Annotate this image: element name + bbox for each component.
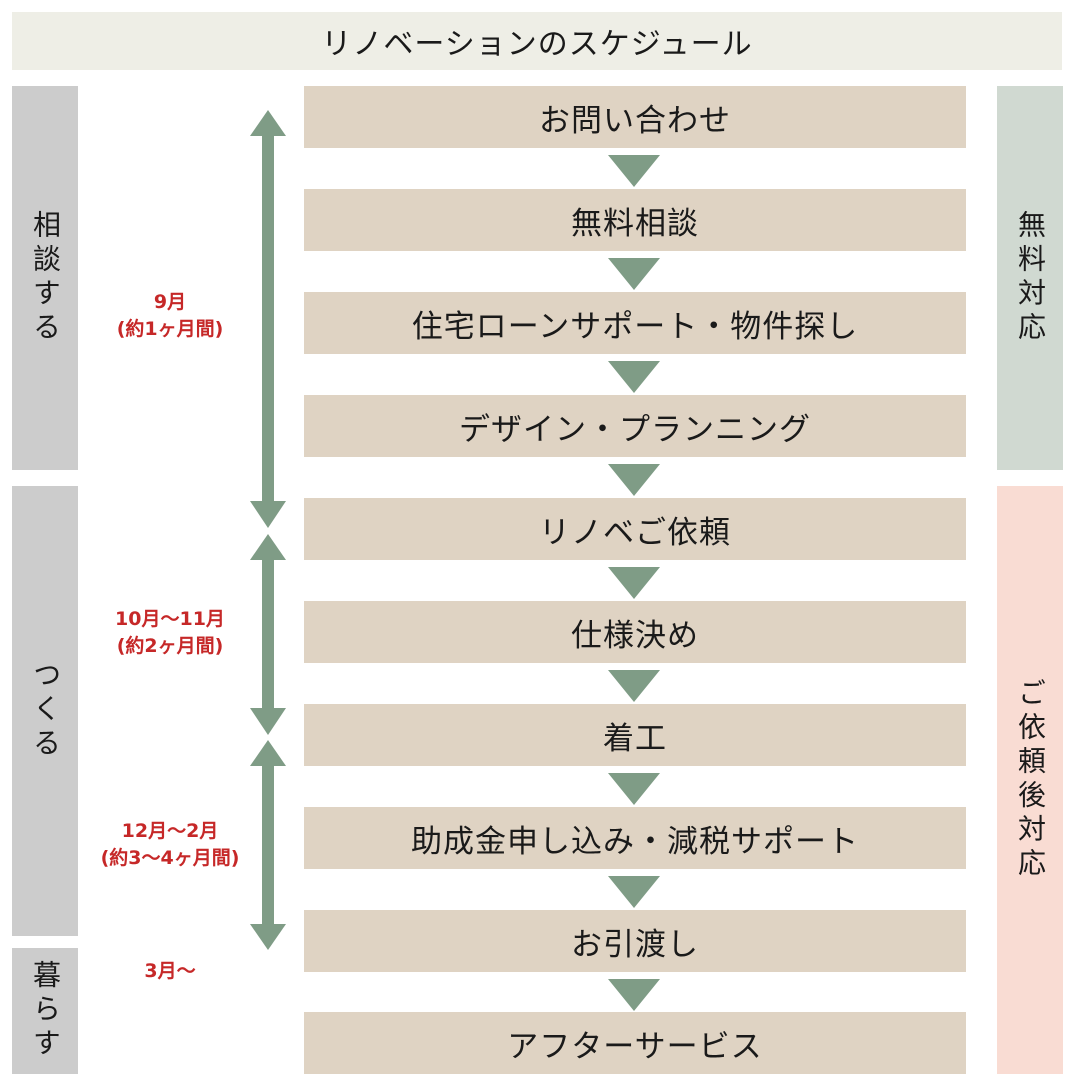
duration-consult-months: 9月	[153, 291, 187, 313]
phase-live: 暮らす	[12, 948, 78, 1074]
duration-arrow-consult	[250, 110, 286, 528]
step-arrow	[608, 567, 660, 599]
step-arrow	[608, 876, 660, 908]
step-arrow	[608, 155, 660, 187]
duration-build-months: 10月〜11月	[115, 608, 225, 630]
step-subsidy-tax: 助成金申し込み・減税サポート	[304, 807, 966, 869]
step-specification: 仕様決め	[304, 601, 966, 663]
step-arrow	[608, 361, 660, 393]
duration-construction: 12月〜2月 (約3〜4ヶ月間)	[70, 818, 270, 872]
step-after-service: アフターサービス	[304, 1012, 966, 1074]
duration-arrow-construction	[250, 740, 286, 950]
side-free-support: 無料対応	[997, 86, 1063, 470]
step-inquiry: お問い合わせ	[304, 86, 966, 148]
step-arrow	[608, 979, 660, 1011]
side-after-request-label: ご依頼後対応	[1014, 678, 1047, 882]
duration-consult-length: (約1ヶ月間)	[116, 318, 224, 340]
duration-live-months: 3月〜	[144, 960, 196, 982]
step-arrow	[608, 258, 660, 290]
phase-build-label: つくる	[29, 660, 62, 762]
side-after-request: ご依頼後対応	[997, 486, 1063, 1074]
step-loan-property: 住宅ローンサポート・物件探し	[304, 292, 966, 354]
step-renovation-request: リノベご依頼	[304, 498, 966, 560]
page-title: リノベーションのスケジュール	[12, 12, 1062, 70]
step-design-planning: デザイン・プランニング	[304, 395, 966, 457]
duration-build: 10月〜11月 (約2ヶ月間)	[70, 606, 270, 660]
side-free-support-label: 無料対応	[1014, 210, 1047, 346]
step-arrow	[608, 773, 660, 805]
step-free-consultation: 無料相談	[304, 189, 966, 251]
duration-construction-length: (約3〜4ヶ月間)	[100, 847, 240, 869]
phase-consult: 相談する	[12, 86, 78, 470]
duration-build-length: (約2ヶ月間)	[116, 635, 224, 657]
step-construction-start: 着工	[304, 704, 966, 766]
duration-consult: 9月 (約1ヶ月間)	[70, 289, 270, 343]
step-arrow	[608, 670, 660, 702]
step-arrow	[608, 464, 660, 496]
phase-build: つくる	[12, 486, 78, 936]
duration-arrow-build	[250, 534, 286, 735]
duration-construction-months: 12月〜2月	[121, 820, 219, 842]
phase-consult-label: 相談する	[29, 210, 62, 346]
step-handover: お引渡し	[304, 910, 966, 972]
duration-live: 3月〜	[70, 958, 270, 985]
phase-live-label: 暮らす	[29, 960, 62, 1062]
